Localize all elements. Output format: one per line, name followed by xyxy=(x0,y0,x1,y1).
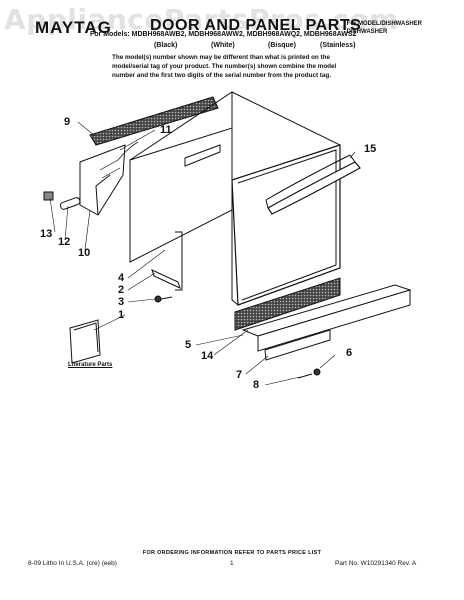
callout-14: 14 xyxy=(201,350,214,362)
screw xyxy=(154,295,162,303)
hinge-bushing xyxy=(43,191,54,201)
callout-4: 4 xyxy=(118,272,125,284)
hinge-arm xyxy=(151,269,181,289)
insulation-strip-top xyxy=(89,96,219,146)
callout-6: 6 xyxy=(346,347,353,359)
callout-15: 15 xyxy=(364,143,377,155)
toe-insulation-strip xyxy=(234,277,341,331)
product-type-line2: DISHWASHER xyxy=(346,29,388,35)
door-handle xyxy=(267,161,361,215)
outer-door-panel xyxy=(231,144,341,306)
footer-part-number: Part No. W10291340 Rev. A xyxy=(335,560,417,567)
callout-2: 2 xyxy=(118,284,125,296)
callout-7: 7 xyxy=(236,369,243,381)
model-list: For Models: MDBH968AWB2, MDBH968AWW2, MD… xyxy=(90,31,357,38)
color-black: (Black) xyxy=(154,42,178,49)
footer-litho: 8-09 Litho In U.S.A. (cre) (eeb) xyxy=(28,560,117,567)
hinge-pin xyxy=(59,197,81,210)
callout-11: 11 xyxy=(160,124,172,136)
literature-parts-label: Literature Parts xyxy=(68,362,113,368)
callout-10: 10 xyxy=(78,247,91,259)
color-stainless: (Stainless) xyxy=(320,42,356,49)
model-note: The model(s) number shown may be differe… xyxy=(112,54,337,79)
product-type-line1: For MODEL/DISHWASHER xyxy=(346,21,422,27)
callout-13: 13 xyxy=(40,228,53,240)
brand-logo: MAYTAG xyxy=(35,18,112,37)
callout-12: 12 xyxy=(58,236,71,248)
literature-booklet xyxy=(69,319,101,364)
lower-bracket xyxy=(264,329,331,361)
callout-1: 1 xyxy=(118,309,125,321)
callout-8: 8 xyxy=(253,379,260,391)
hinge-bracket xyxy=(79,144,126,216)
color-bisque: (Bisque) xyxy=(268,42,296,49)
bracket-screw xyxy=(313,368,321,376)
callout-9: 9 xyxy=(64,116,71,128)
color-white: (White) xyxy=(211,42,235,49)
callout-5: 5 xyxy=(185,339,192,351)
ordering-info: FOR ORDERING INFORMATION REFER TO PARTS … xyxy=(142,550,322,556)
page-title: DOOR AND PANEL PARTS xyxy=(150,17,362,34)
callout-3: 3 xyxy=(118,296,125,308)
footer-page-number: 1 xyxy=(230,560,234,567)
product-type: For MODEL/DISHWASHER DISHWASHER xyxy=(347,20,422,36)
watermark-text: AppliancePartsPros.com xyxy=(4,3,399,36)
